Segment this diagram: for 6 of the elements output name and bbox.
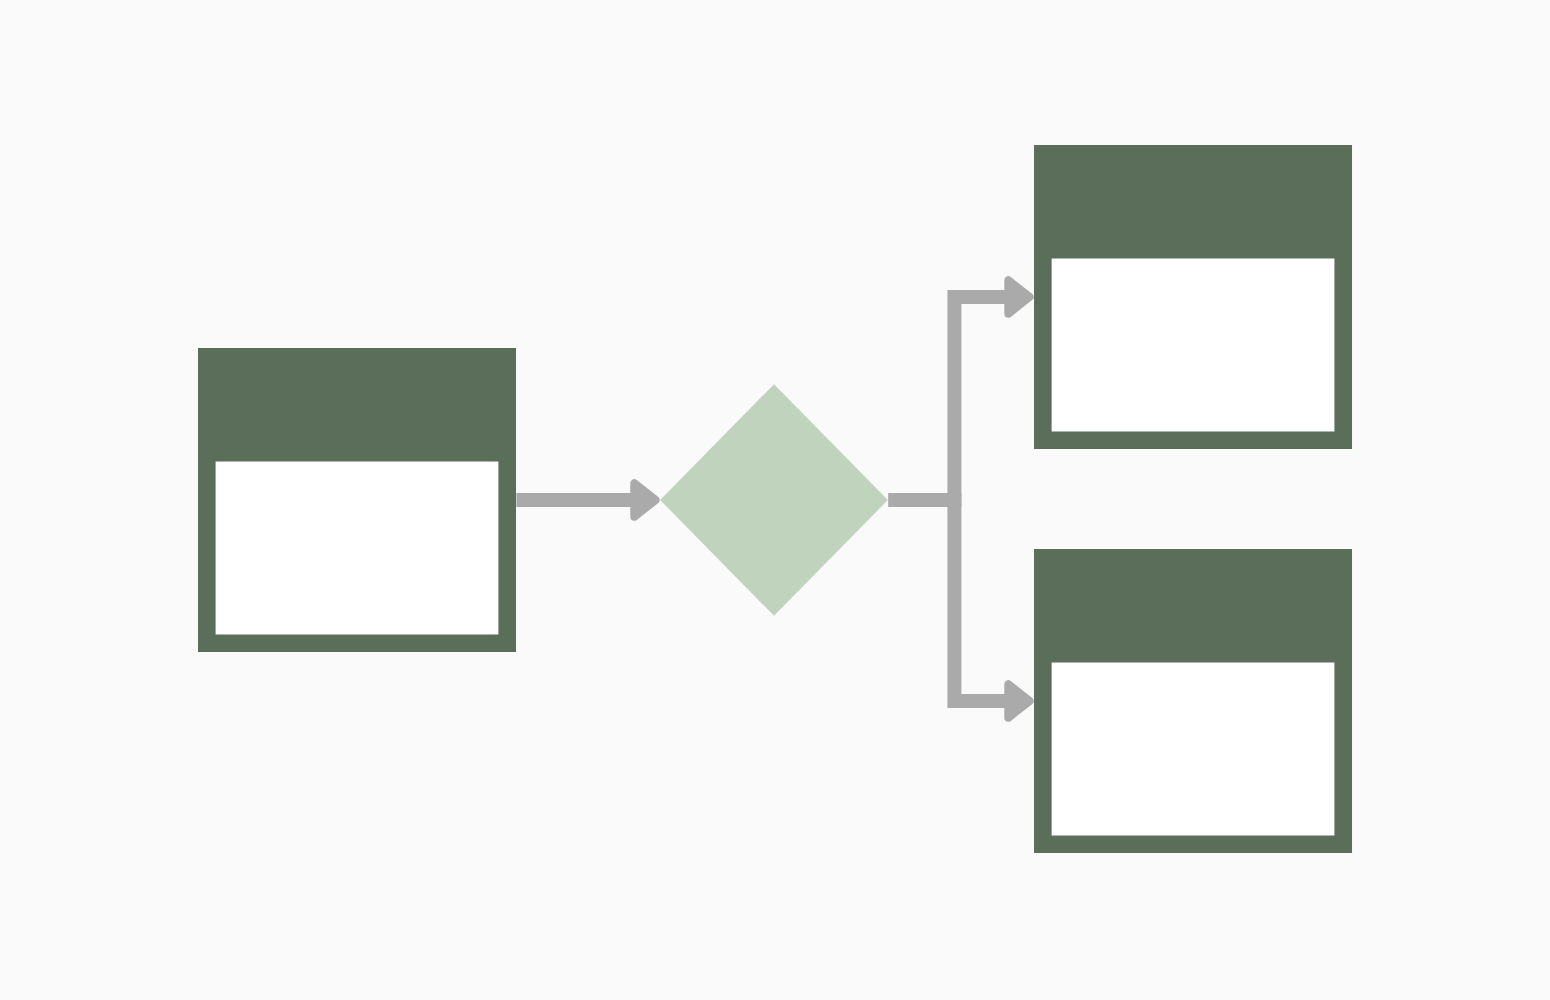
window-box <box>198 348 516 652</box>
arrow <box>516 479 660 521</box>
arrow <box>888 493 1034 722</box>
window-box <box>1034 145 1353 449</box>
decision-diamond <box>660 384 888 616</box>
window-box <box>1034 549 1353 853</box>
